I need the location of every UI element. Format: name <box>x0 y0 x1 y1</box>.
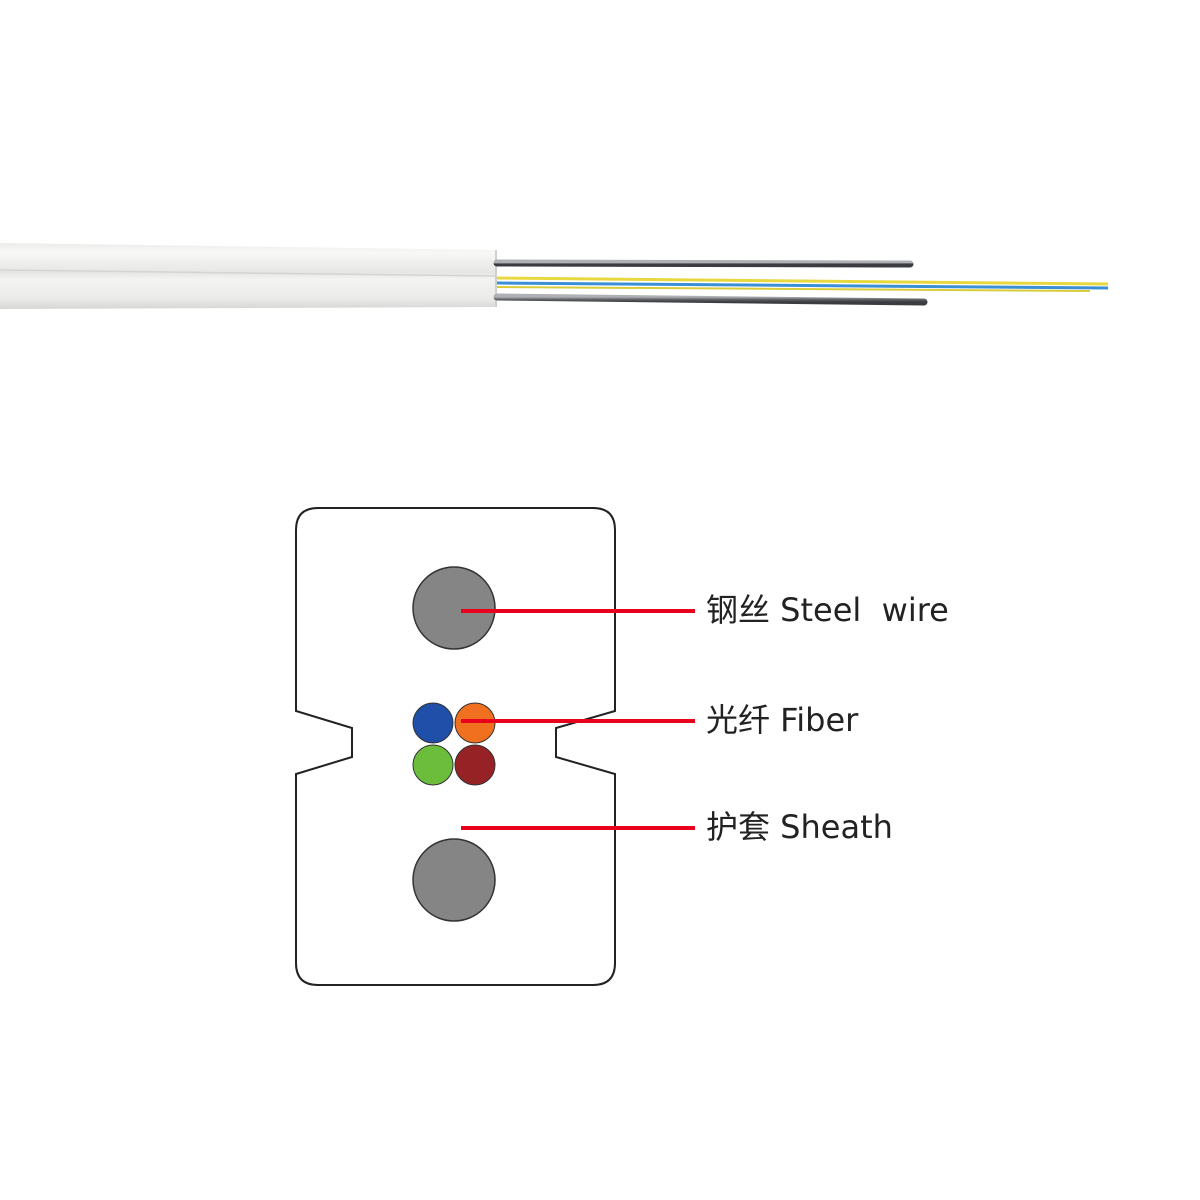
sheath-outline <box>295 507 616 986</box>
label-sheath: 护套 Sheath <box>706 808 893 846</box>
fiber-dark-red <box>454 744 496 786</box>
steel-wire-lower <box>493 293 928 306</box>
fiber-yellow-strand <box>496 276 1109 286</box>
steel-wire-upper <box>493 259 914 268</box>
fiber-green <box>412 744 454 786</box>
cable-jacket <box>0 243 497 309</box>
steel-wire-bottom <box>412 838 496 922</box>
fiber-blue-strand <box>496 281 1109 290</box>
cable-photo <box>0 243 1109 309</box>
label-steel-wire: 钢丝 Steel wire <box>706 591 949 629</box>
steel-wire-top <box>412 566 496 650</box>
fiber-yellow-strand-2 <box>496 286 1091 292</box>
fiber-blue <box>412 702 454 744</box>
cable-jacket-seam <box>0 269 498 277</box>
cross-section <box>295 507 695 986</box>
label-fiber: 光纤 Fiber <box>706 701 859 739</box>
